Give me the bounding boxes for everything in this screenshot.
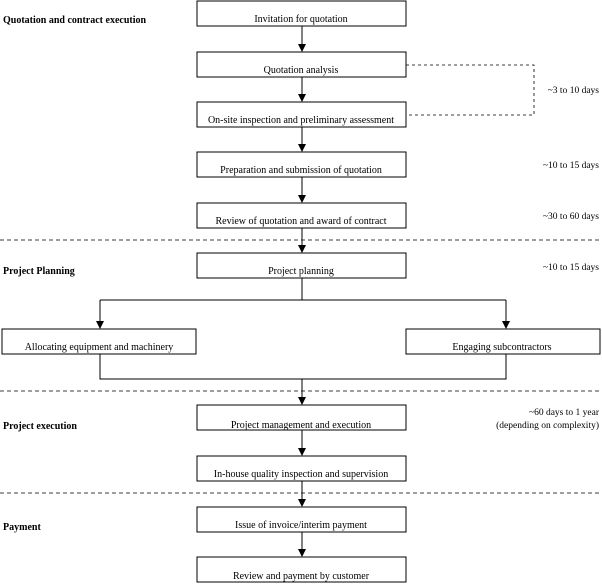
- step-box-inspection: [196, 101, 407, 128]
- phase-label-execution: Project execution: [3, 421, 77, 432]
- assessment-duration-bracket: [406, 64, 535, 116]
- phase-label-planning: Project Planning: [3, 266, 75, 277]
- step-box-equipment: [1, 328, 197, 355]
- step-box-subcontractors: [405, 328, 601, 355]
- step-box-analysis: [196, 51, 407, 78]
- step-label-planning: Project planning: [268, 266, 334, 277]
- step-label-invoice: Issue of invoice/interim payment: [235, 520, 367, 531]
- duration-preparation: ~10 to 15 days: [543, 161, 599, 171]
- step-box-preparation: [196, 151, 407, 178]
- step-label-preparation: Preparation and submission of quotation: [220, 165, 382, 176]
- step-label-inspection: On-site inspection and preliminary asses…: [208, 115, 394, 126]
- phase-separators: [0, 239, 602, 494]
- step-label-review: Review of quotation and award of contrac…: [215, 216, 386, 227]
- step-label-management: Project management and execution: [231, 420, 371, 431]
- step-box-review: [196, 202, 407, 229]
- duration-review: ~30 to 60 days: [543, 212, 599, 222]
- connector-merge: [99, 354, 507, 380]
- duration-execution: ~60 days to 1 year: [529, 408, 600, 418]
- step-box-planning: [196, 252, 407, 279]
- step-label-subcontractors: Engaging subcontractors: [452, 342, 551, 353]
- phase-label-payment: Payment: [3, 522, 41, 533]
- duration-planning: ~10 to 15 days: [543, 263, 599, 273]
- duration-assessment: ~3 to 10 days: [548, 86, 600, 96]
- phase-label-quotation: Quotation and contract execution: [3, 15, 146, 26]
- step-label-invitation: Invitation for quotation: [254, 14, 347, 25]
- step-label-quality: In-house quality inspection and supervis…: [214, 469, 388, 480]
- step-label-analysis: Quotation analysis: [264, 65, 339, 76]
- step-label-customer-payment: Review and payment by customer: [233, 571, 370, 582]
- step-box-invoice: [196, 506, 407, 533]
- step-label-equipment: Allocating equipment and machinery: [25, 342, 174, 353]
- step-box-customer-payment: [196, 556, 407, 583]
- duration-execution-note: (depending on complexity): [496, 420, 599, 431]
- step-box-invitation: [196, 0, 407, 27]
